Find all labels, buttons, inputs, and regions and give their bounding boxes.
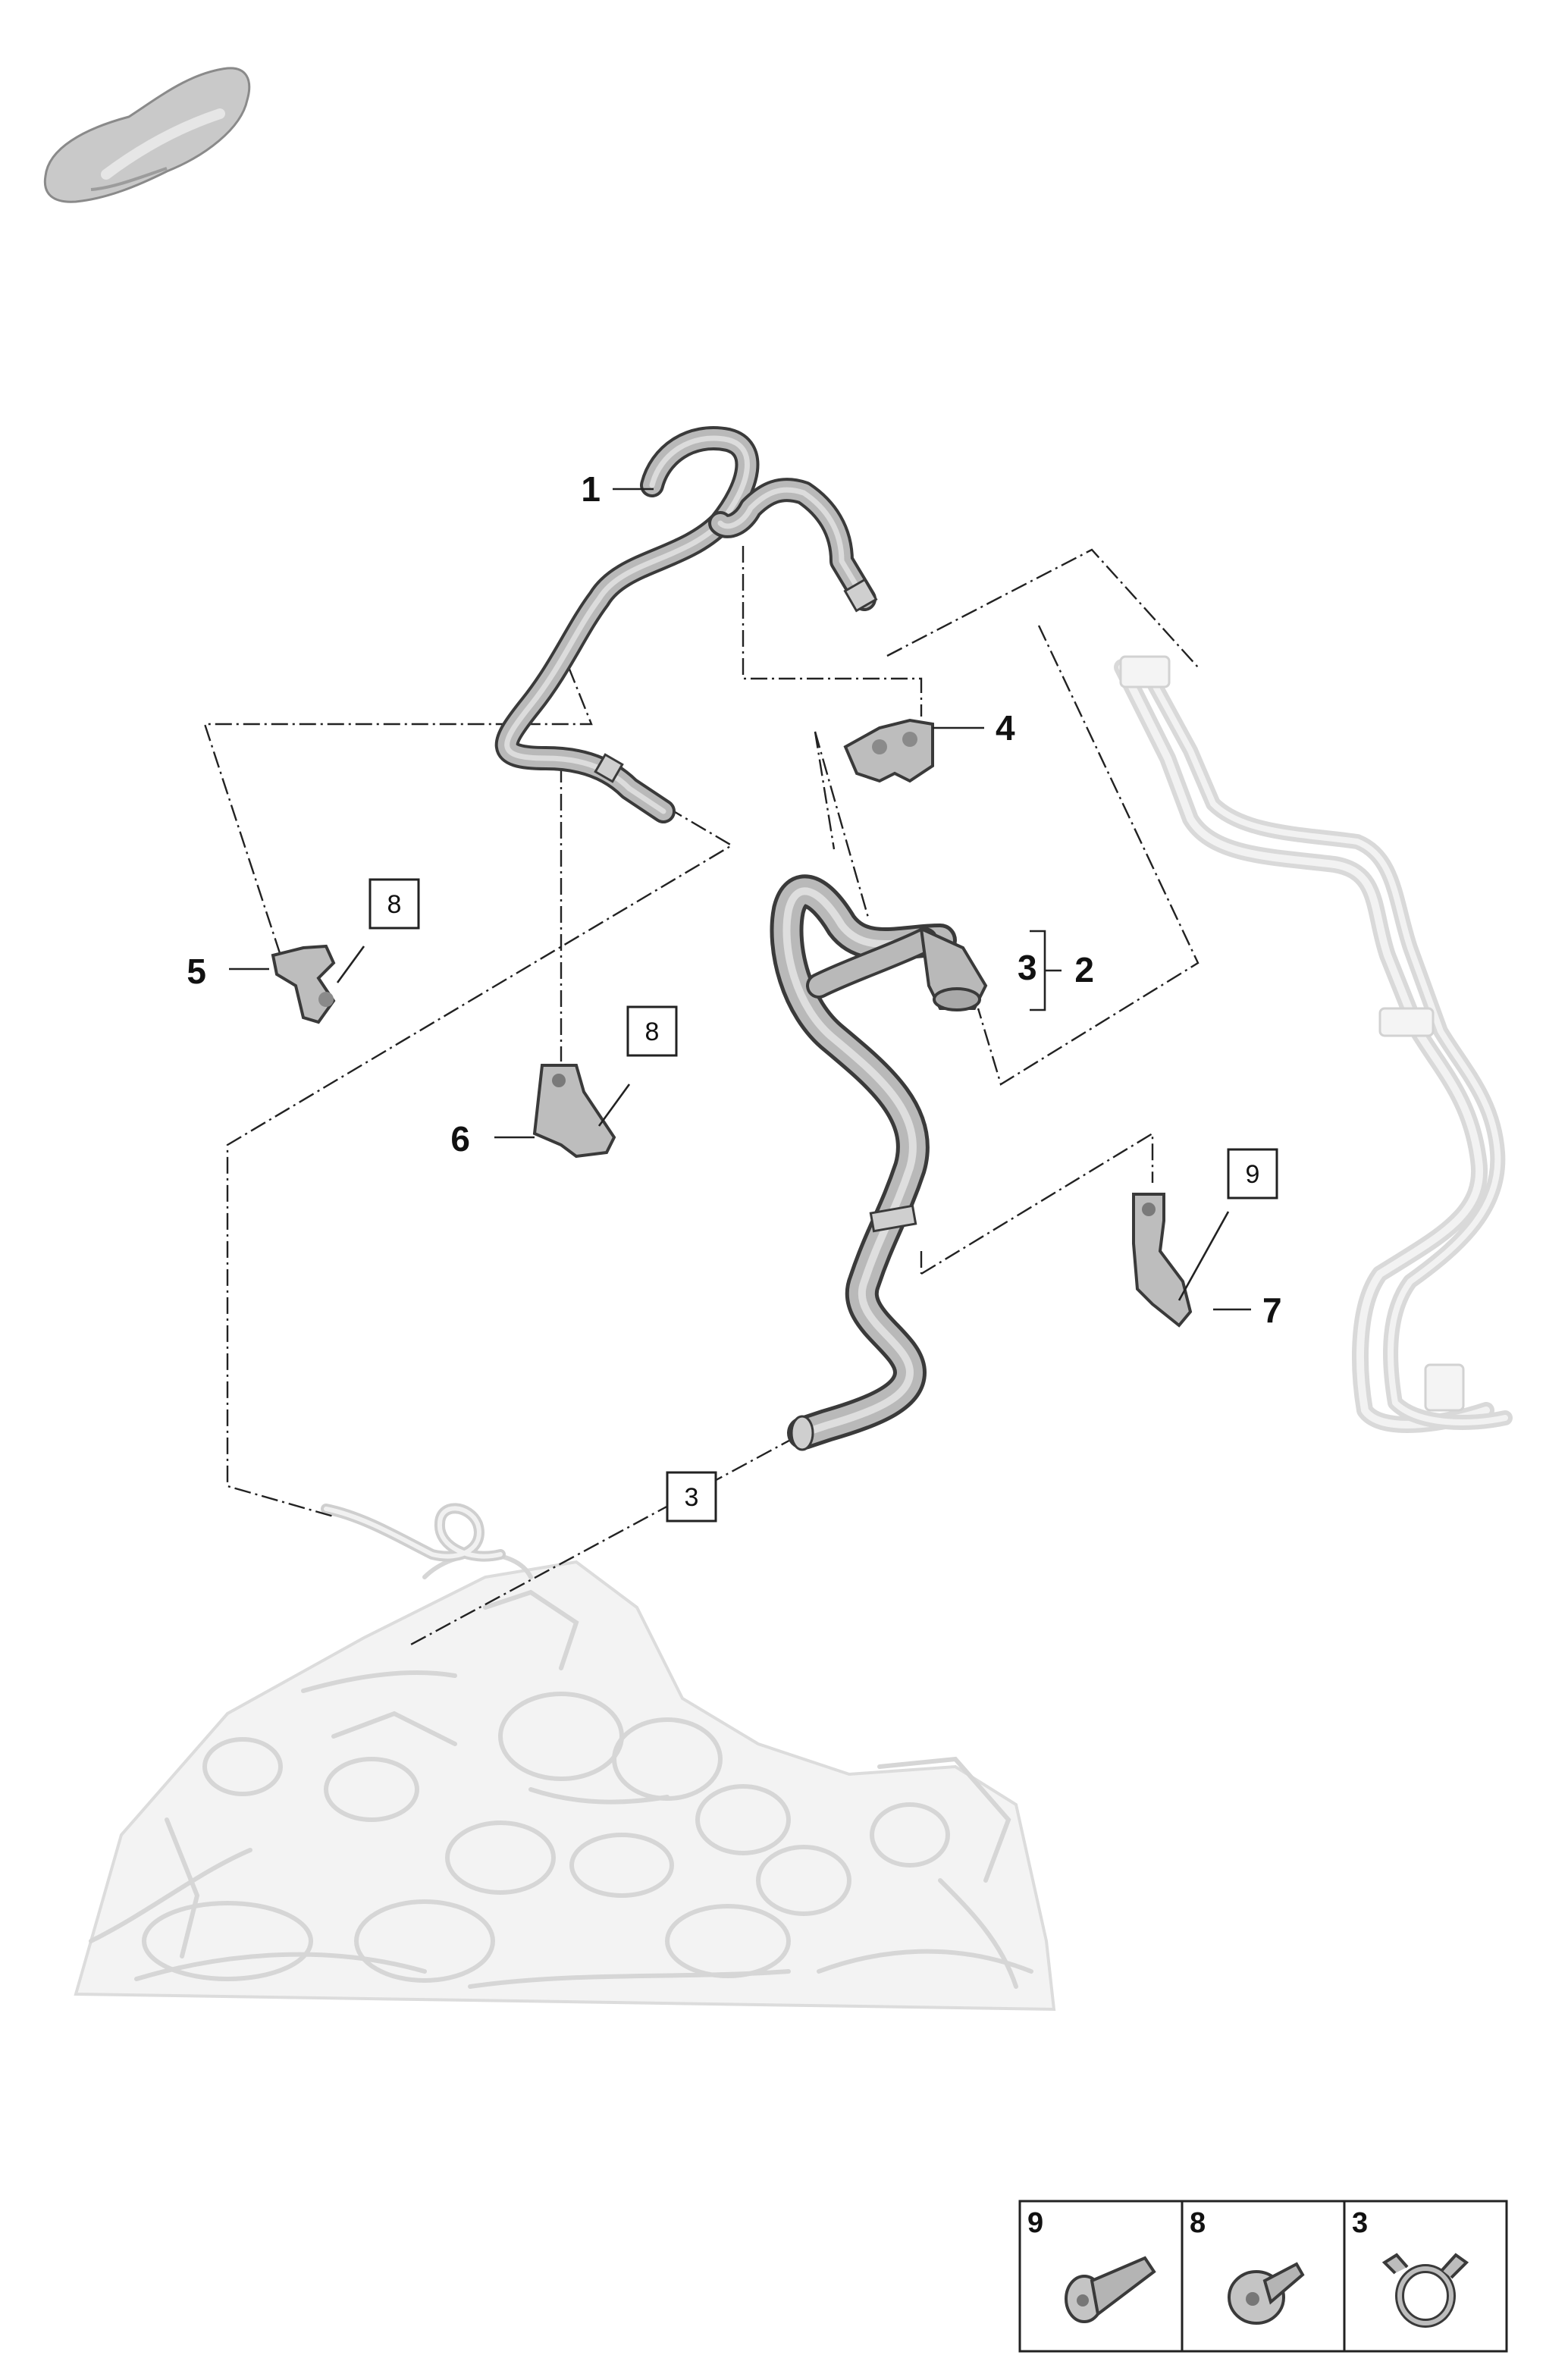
bracket-5-icon xyxy=(271,944,336,1024)
callout-2: 2 xyxy=(1074,950,1094,989)
coolant-hose-lower xyxy=(770,874,957,1451)
callout-4: 4 xyxy=(996,708,1015,748)
flange-screw-icon xyxy=(1228,2262,1305,2325)
callout-3: 3 xyxy=(1018,948,1037,987)
boxed-reference-3: 3 xyxy=(666,1471,717,1523)
bracket-6-icon xyxy=(532,1064,616,1159)
legend-number-9: 9 xyxy=(1027,2207,1043,2239)
svg-text:9: 9 xyxy=(1246,1160,1260,1189)
hose-clamp-icon xyxy=(1381,2253,1469,2328)
bracket-7-icon xyxy=(1132,1193,1193,1328)
quick-connector-icon xyxy=(919,926,988,1011)
bolt-icon xyxy=(1065,2256,1156,2323)
svg-text:8: 8 xyxy=(645,1018,660,1046)
callout-5: 5 xyxy=(187,952,206,991)
adjacent-coolant-pipes-background xyxy=(1114,655,1513,1433)
vehicle-thumbnail-icon xyxy=(43,67,251,203)
hose-clip-holder-icon xyxy=(843,718,934,783)
callout-1: 1 xyxy=(581,469,601,509)
assembly-reference-lines xyxy=(203,546,1200,1647)
boxed-reference-8b: 8 xyxy=(626,1005,678,1057)
coolant-hose-upper xyxy=(494,426,878,823)
callout-leader-lines xyxy=(229,488,1251,1311)
boxed-reference-8a: 8 xyxy=(368,878,420,930)
callout-7: 7 xyxy=(1262,1290,1282,1330)
legend-number-3: 3 xyxy=(1352,2207,1368,2239)
small-parts-legend: 9 8 3 xyxy=(1018,2200,1508,2353)
boxed-reference-9: 9 xyxy=(1227,1148,1278,1200)
callout-6: 6 xyxy=(450,1119,470,1159)
engine-assembly-background xyxy=(74,1503,1056,2012)
svg-text:8: 8 xyxy=(387,890,402,919)
svg-text:3: 3 xyxy=(685,1483,699,1512)
legend-number-8: 8 xyxy=(1190,2207,1206,2239)
